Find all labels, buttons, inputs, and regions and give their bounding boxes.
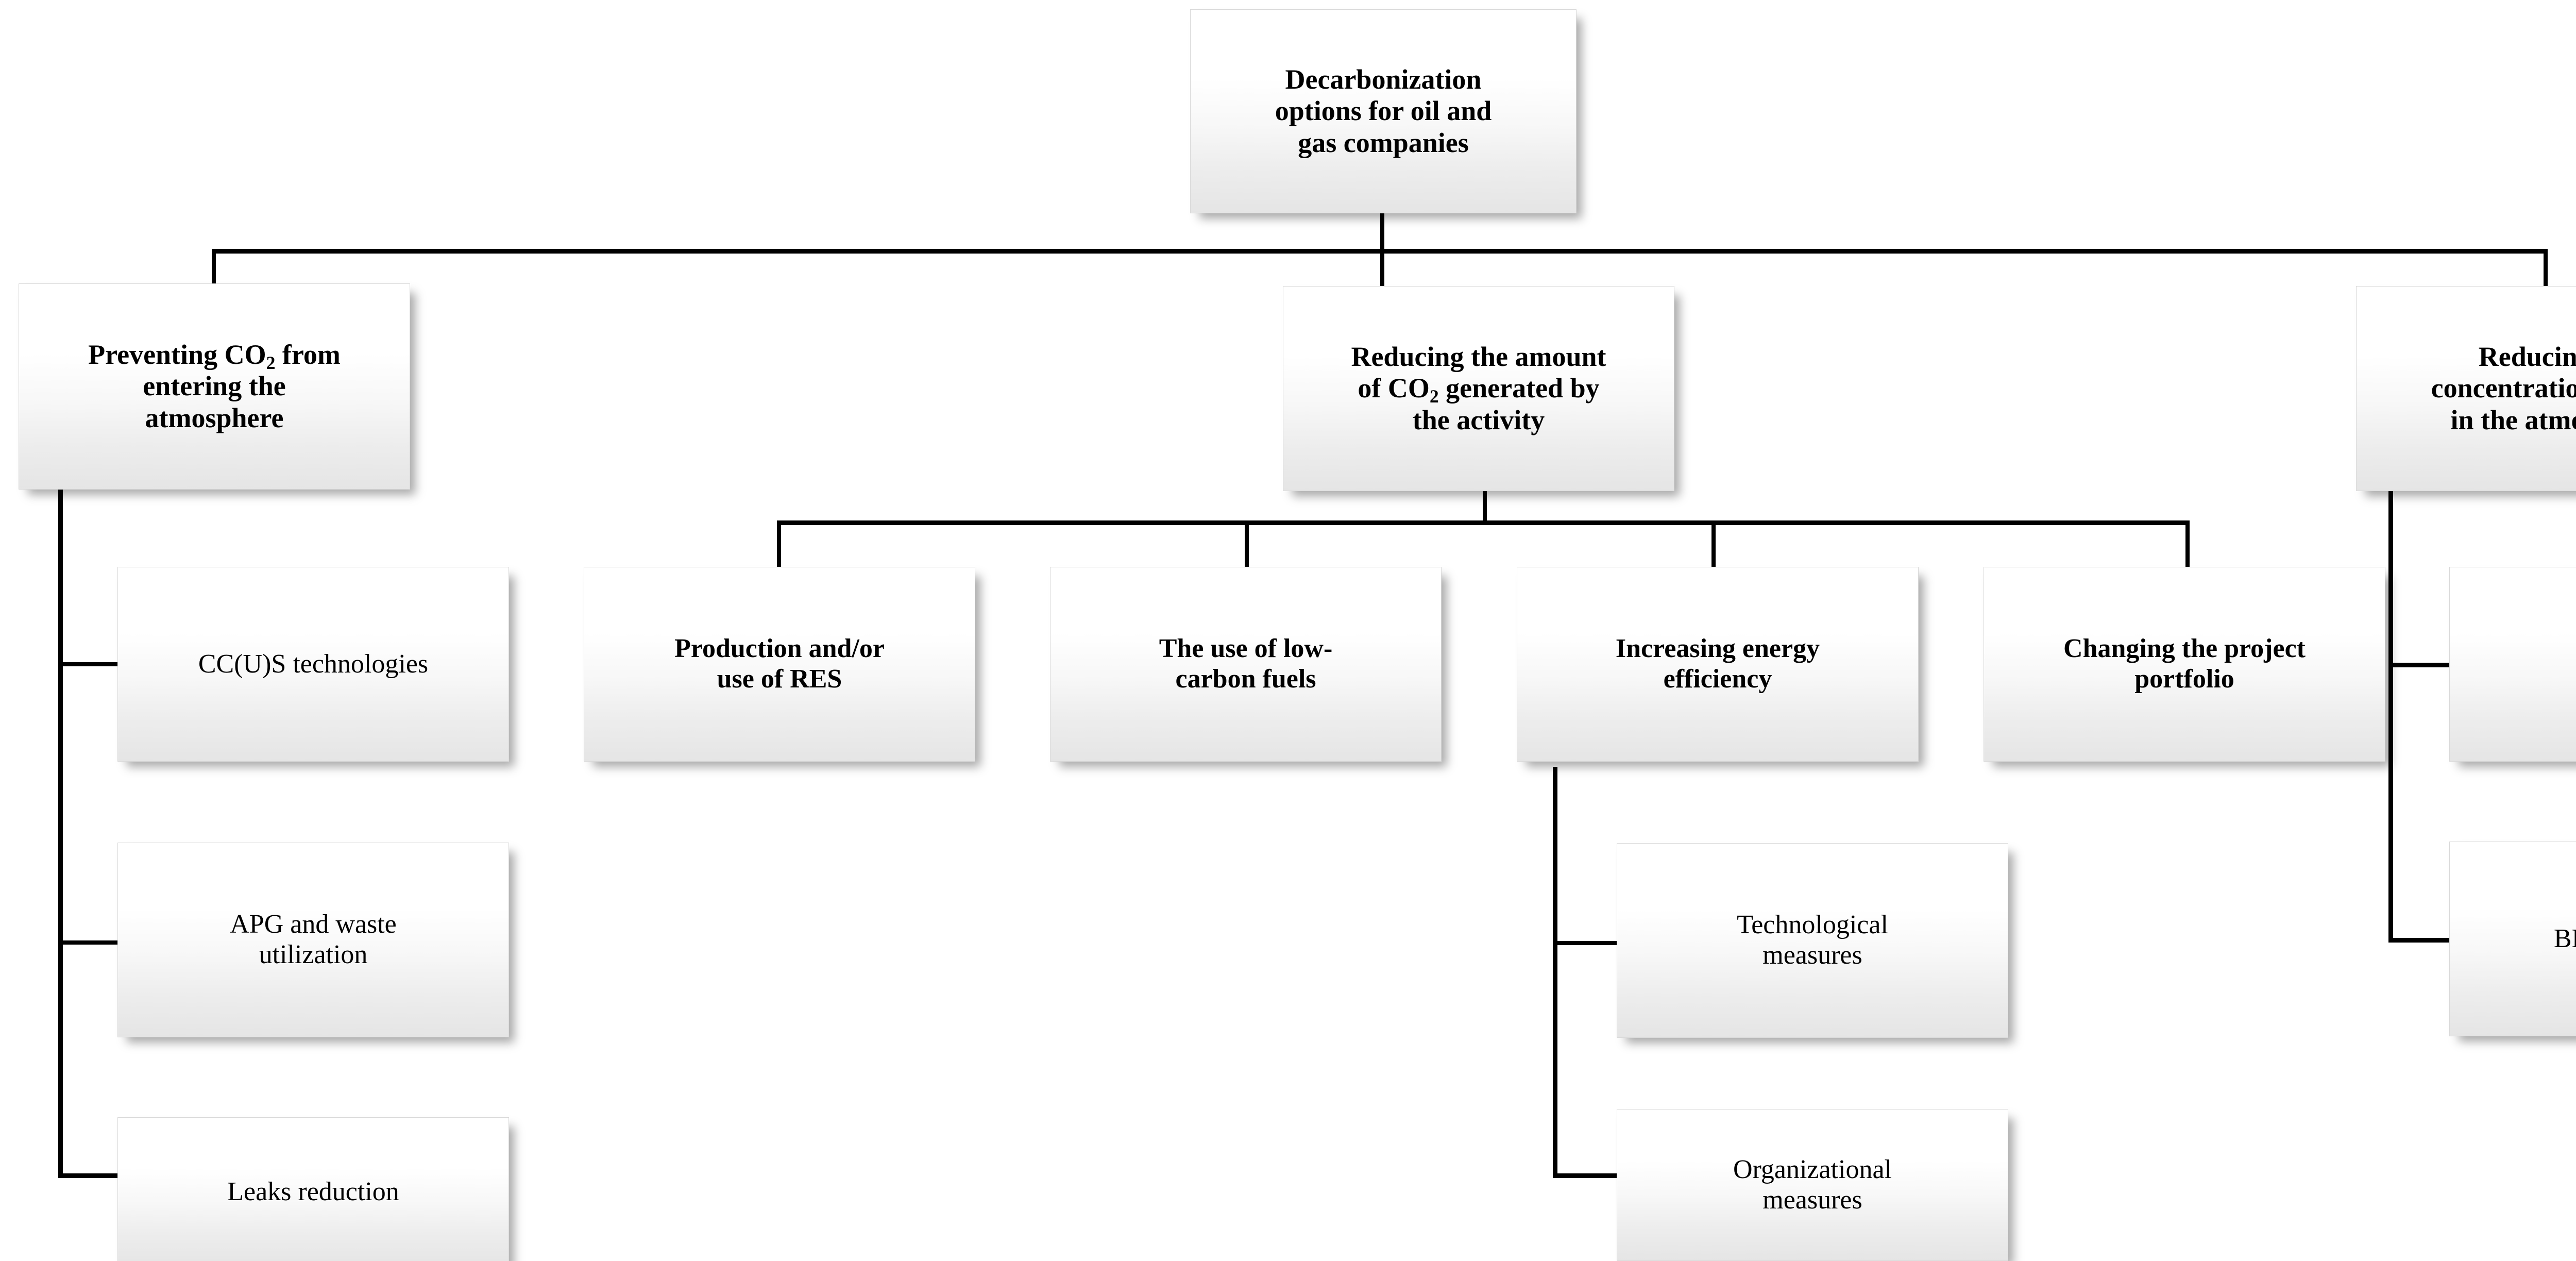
connector-reduce-generated-bus [777, 520, 2190, 525]
node-beccs-daccs-label: BECCS, DACCS [2553, 923, 2576, 953]
node-root[interactable]: Decarbonization options for oil and gas … [1190, 9, 1577, 213]
node-changing-project-portfolio-label: Changing the project portfolio [2063, 634, 2306, 694]
node-apg-waste-utilization[interactable]: APG and waste utilization [117, 843, 509, 1037]
connector-drop-reduce-generated [1380, 249, 1384, 288]
node-technological-measures-label: Technological measures [1737, 910, 1888, 970]
connector-prevent-spine [58, 469, 63, 1177]
node-reforestation-label: Reforestation [2455, 649, 2576, 680]
node-reducing-amount-generated-label: Reducing the amount of CO2 generated by … [1351, 341, 1606, 435]
connector-drop-reduce-concentration [2544, 249, 2548, 288]
node-increasing-energy-efficiency-label: Increasing energy efficiency [1615, 634, 1820, 694]
connector-concentration-stub-beccs [2388, 938, 2449, 943]
connector-prevent-stub-apg [58, 940, 117, 945]
node-reducing-concentration[interactable]: Reducing the concentration of CO2 in the… [2356, 286, 2576, 491]
node-ccus-technologies[interactable]: CC(U)S technologies [117, 567, 509, 762]
node-apg-waste-utilization-label: APG and waste utilization [230, 910, 397, 969]
connector-reduce-concentration-spine [2388, 470, 2393, 942]
node-preventing-co2-label: Preventing CO2 from entering the atmosph… [88, 339, 341, 433]
node-organizational-measures[interactable]: Organizational measures [1617, 1109, 2008, 1261]
connector-root-bus [212, 249, 2548, 254]
node-low-carbon-fuels[interactable]: The use of low- carbon fuels [1050, 567, 1442, 762]
connector-concentration-stub-reforestation [2388, 663, 2449, 667]
subscript-2: 2 [1429, 385, 1439, 407]
node-production-use-res[interactable]: Production and/or use of RES [584, 567, 975, 762]
connector-root-stem [1380, 212, 1384, 253]
node-leaks-reduction[interactable]: Leaks reduction [117, 1117, 509, 1261]
node-root-label: Decarbonization options for oil and gas … [1275, 64, 1492, 158]
subscript-2: 2 [266, 352, 276, 373]
node-technological-measures[interactable]: Technological measures [1617, 843, 2008, 1038]
connector-efficiency-spine [1553, 767, 1557, 1178]
connector-prevent-stub-leaks [58, 1173, 117, 1178]
node-organizational-measures-label: Organizational measures [1733, 1154, 1892, 1215]
connector-drop-efficiency [1711, 520, 1716, 571]
node-ccus-technologies-label: CC(U)S technologies [198, 649, 429, 679]
connector-efficiency-stub-tech [1553, 941, 1617, 945]
connector-prevent-stub-ccus [58, 662, 117, 666]
connector-reduce-generated-stem [1483, 491, 1487, 524]
node-preventing-co2[interactable]: Preventing CO2 from entering the atmosph… [19, 283, 410, 490]
connector-drop-res [777, 520, 781, 571]
node-reforestation[interactable]: Reforestation [2449, 567, 2576, 762]
node-increasing-energy-efficiency[interactable]: Increasing energy efficiency [1517, 567, 1919, 762]
connector-efficiency-stub-org [1553, 1173, 1617, 1178]
node-reducing-concentration-label: Reducing the concentration of CO2 in the… [2431, 341, 2576, 435]
connector-drop-prevent [212, 249, 216, 288]
node-leaks-reduction-label: Leaks reduction [227, 1176, 399, 1206]
node-reducing-amount-generated[interactable]: Reducing the amount of CO2 generated by … [1283, 286, 1674, 491]
node-low-carbon-fuels-label: The use of low- carbon fuels [1159, 634, 1333, 694]
connector-drop-lowcarbon [1245, 520, 1249, 571]
node-production-use-res-label: Production and/or use of RES [674, 634, 885, 694]
node-changing-project-portfolio[interactable]: Changing the project portfolio [1984, 567, 2385, 762]
connector-drop-portfolio [2185, 520, 2190, 571]
node-beccs-daccs[interactable]: BECCS, DACCS [2449, 842, 2576, 1036]
